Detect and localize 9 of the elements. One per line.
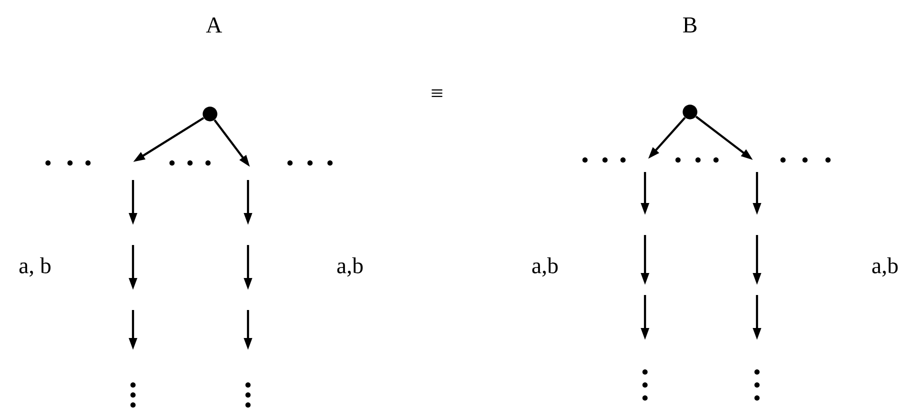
label: a,b [532, 257, 558, 277]
label: A [206, 18, 222, 32]
root-dot [682, 104, 698, 120]
label: B [683, 18, 696, 32]
label: a,b [337, 257, 363, 277]
label: a,b [872, 257, 898, 277]
label: a, b [19, 257, 51, 277]
label: ≡ [432, 89, 442, 97]
root-dot [202, 106, 218, 122]
